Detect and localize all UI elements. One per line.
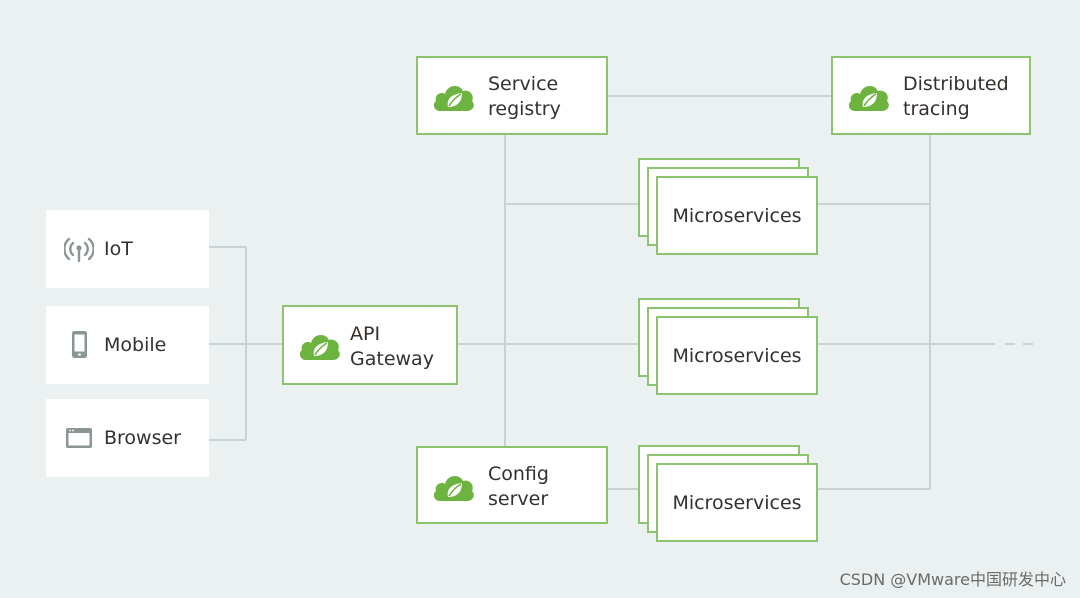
- microservices-label: Microservices: [672, 491, 802, 514]
- spring-cloud-icon: [848, 85, 889, 111]
- client-browser: Browser: [46, 399, 209, 477]
- client-label: Browser: [104, 427, 181, 449]
- client-label: IoT: [104, 238, 133, 260]
- watermark: CSDN @VMware中国研发中心: [839, 570, 1066, 589]
- microservices-box: Microservices: [656, 316, 818, 395]
- antenna-icon: [64, 237, 94, 263]
- client-label: Mobile: [104, 334, 167, 356]
- distributed-tracing-label: Distributed tracing: [903, 73, 1009, 120]
- microservices-box: Microservices: [656, 463, 818, 542]
- config-server-label: Config server: [488, 463, 549, 510]
- browser-window-icon: [66, 428, 92, 448]
- microservices-box: Microservices: [656, 176, 818, 255]
- service-registry-label: Service registry: [488, 73, 561, 120]
- api-gateway-label: API Gateway: [350, 323, 434, 370]
- service-registry-box: Service registry: [416, 56, 608, 135]
- distributed-tracing-box: Distributed tracing: [831, 56, 1031, 135]
- client-iot: IoT: [46, 210, 209, 288]
- microservices-label: Microservices: [672, 204, 802, 227]
- spring-cloud-icon: [299, 334, 340, 360]
- api-gateway-box: API Gateway: [282, 305, 458, 385]
- spring-cloud-icon: [433, 85, 474, 111]
- spring-cloud-icon: [433, 475, 474, 501]
- phone-icon: [72, 331, 87, 358]
- microservices-label: Microservices: [672, 344, 802, 367]
- client-mobile: Mobile: [46, 306, 209, 384]
- config-server-box: Config server: [416, 446, 608, 524]
